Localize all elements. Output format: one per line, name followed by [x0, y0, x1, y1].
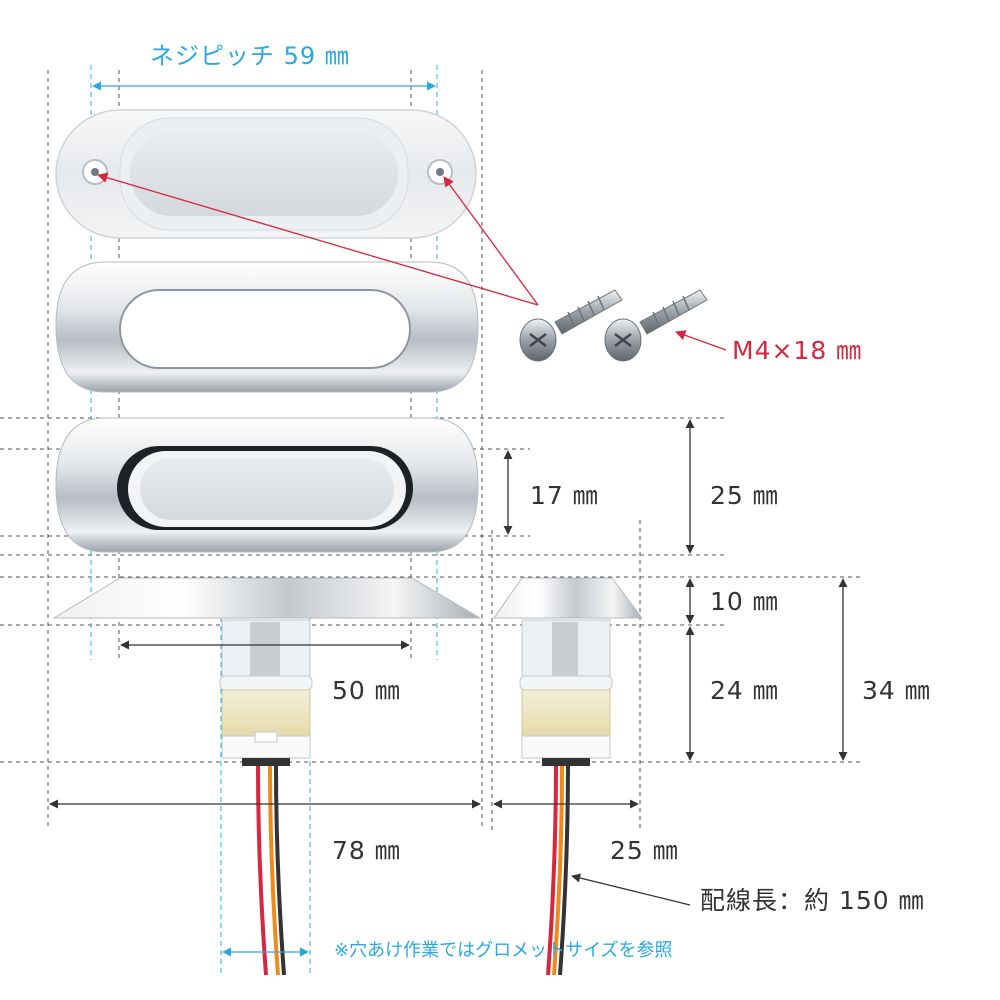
clear-lens-cover: [55, 109, 477, 239]
dimension-arrows: [49, 419, 848, 906]
body-width-label: 50 ㎜: [332, 676, 401, 705]
screw-left: [519, 289, 623, 362]
screw-right: [604, 289, 708, 362]
flange-height-label: 10 ㎜: [710, 587, 779, 616]
screw-size-label: M4×18 ㎜: [732, 336, 863, 365]
body-height-label: 24 ㎜: [710, 676, 779, 705]
lens-height-label: 17 ㎜: [530, 481, 599, 510]
side-view-left: [52, 577, 482, 766]
assembled-front-view: [55, 417, 479, 553]
wires-right: [546, 765, 570, 976]
screw-callout-arrows: [97, 172, 727, 351]
blue-dimension-arrows: [92, 81, 436, 957]
grommet-note: ※穴あけ作業ではグロメットサイズを参照: [334, 940, 673, 961]
side-width-label: 25 ㎜: [610, 836, 679, 865]
total-depth-label: 34 ㎜: [862, 676, 931, 705]
chrome-bezel-ring: [55, 261, 479, 393]
overall-width-label: 78 ㎜: [332, 836, 401, 865]
bezel-height-label: 25 ㎜: [710, 481, 779, 510]
side-view-right: [493, 577, 643, 766]
wires-left: [256, 765, 286, 976]
wire-length-label: 配線長：約 150 ㎜: [700, 886, 925, 915]
screw-pitch-label: ネジピッチ 59 ㎜: [150, 42, 350, 70]
